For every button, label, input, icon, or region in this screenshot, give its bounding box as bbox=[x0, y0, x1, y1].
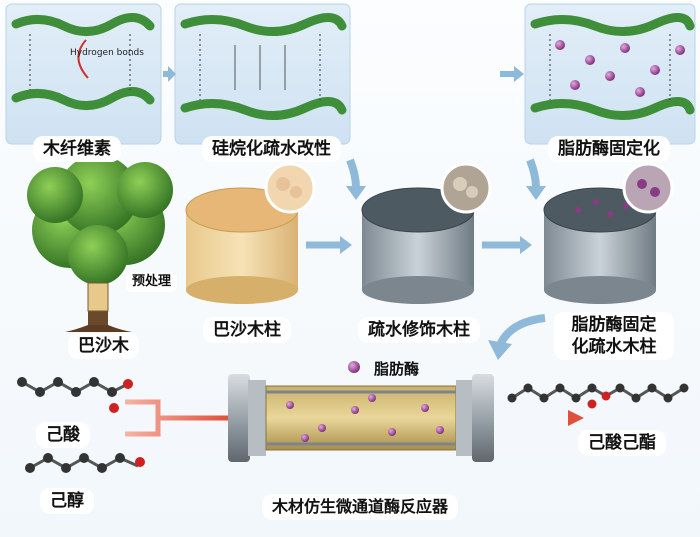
hydrophobic-column bbox=[361, 162, 492, 304]
hexyl-hexanoate-molecule bbox=[507, 383, 689, 409]
pretreatment-label: 预处理 bbox=[126, 272, 178, 292]
lipase-immobilization-label: 脂肪酶固定化 bbox=[548, 136, 670, 162]
arrow-top-1-head bbox=[168, 66, 176, 82]
lipase-column-label: 脂肪酶固定化疏水木柱 bbox=[554, 312, 674, 360]
feed-line bbox=[125, 399, 228, 437]
hydrogen-bonds-label: Hydrogen bonds bbox=[70, 48, 144, 58]
arrow-down-1 bbox=[346, 158, 360, 189]
hexanoic-acid-label: 己酸 bbox=[36, 422, 90, 448]
product-label: 己酸己酯 bbox=[578, 430, 666, 456]
arrow-mid-2-head bbox=[520, 236, 532, 254]
arrow-down-1-head bbox=[346, 186, 366, 200]
enzyme-legend-label: 脂肪酶 bbox=[374, 360, 420, 378]
arrow-to-reactor bbox=[496, 314, 546, 347]
arrow-mid-1-head bbox=[340, 236, 352, 254]
arrow-down-2 bbox=[526, 158, 540, 189]
arrow-to-reactor-head bbox=[488, 340, 512, 360]
lipase-column bbox=[543, 162, 674, 304]
balsa-column-label: 巴沙木柱 bbox=[203, 317, 291, 343]
hexanol-molecule bbox=[25, 453, 145, 473]
balsa-tree bbox=[27, 155, 173, 332]
reactor bbox=[228, 374, 494, 462]
arrow-down-2-head bbox=[526, 186, 546, 200]
hydrophobic-panel bbox=[174, 3, 351, 145]
lipase-panel bbox=[524, 3, 696, 145]
cellulose-panel bbox=[5, 3, 162, 145]
reactor-label: 木材仿生微通道酶反应器 bbox=[262, 494, 459, 520]
silanization-label: 硅烷化疏水改性 bbox=[202, 136, 341, 162]
balsa-column bbox=[185, 162, 316, 304]
hexanoic-acid-molecule bbox=[17, 377, 133, 413]
cellulose-label: 木纤维素 bbox=[33, 136, 121, 162]
hexanol-label: 己醇 bbox=[40, 488, 94, 514]
balsa-tree-label: 巴沙木 bbox=[68, 333, 139, 359]
arrow-top-2-head bbox=[514, 66, 524, 82]
outlet-arrow-head bbox=[568, 410, 584, 426]
hydrophobic-column-label: 疏水修饰木柱 bbox=[358, 317, 480, 343]
enzyme-legend-dot bbox=[348, 361, 360, 373]
